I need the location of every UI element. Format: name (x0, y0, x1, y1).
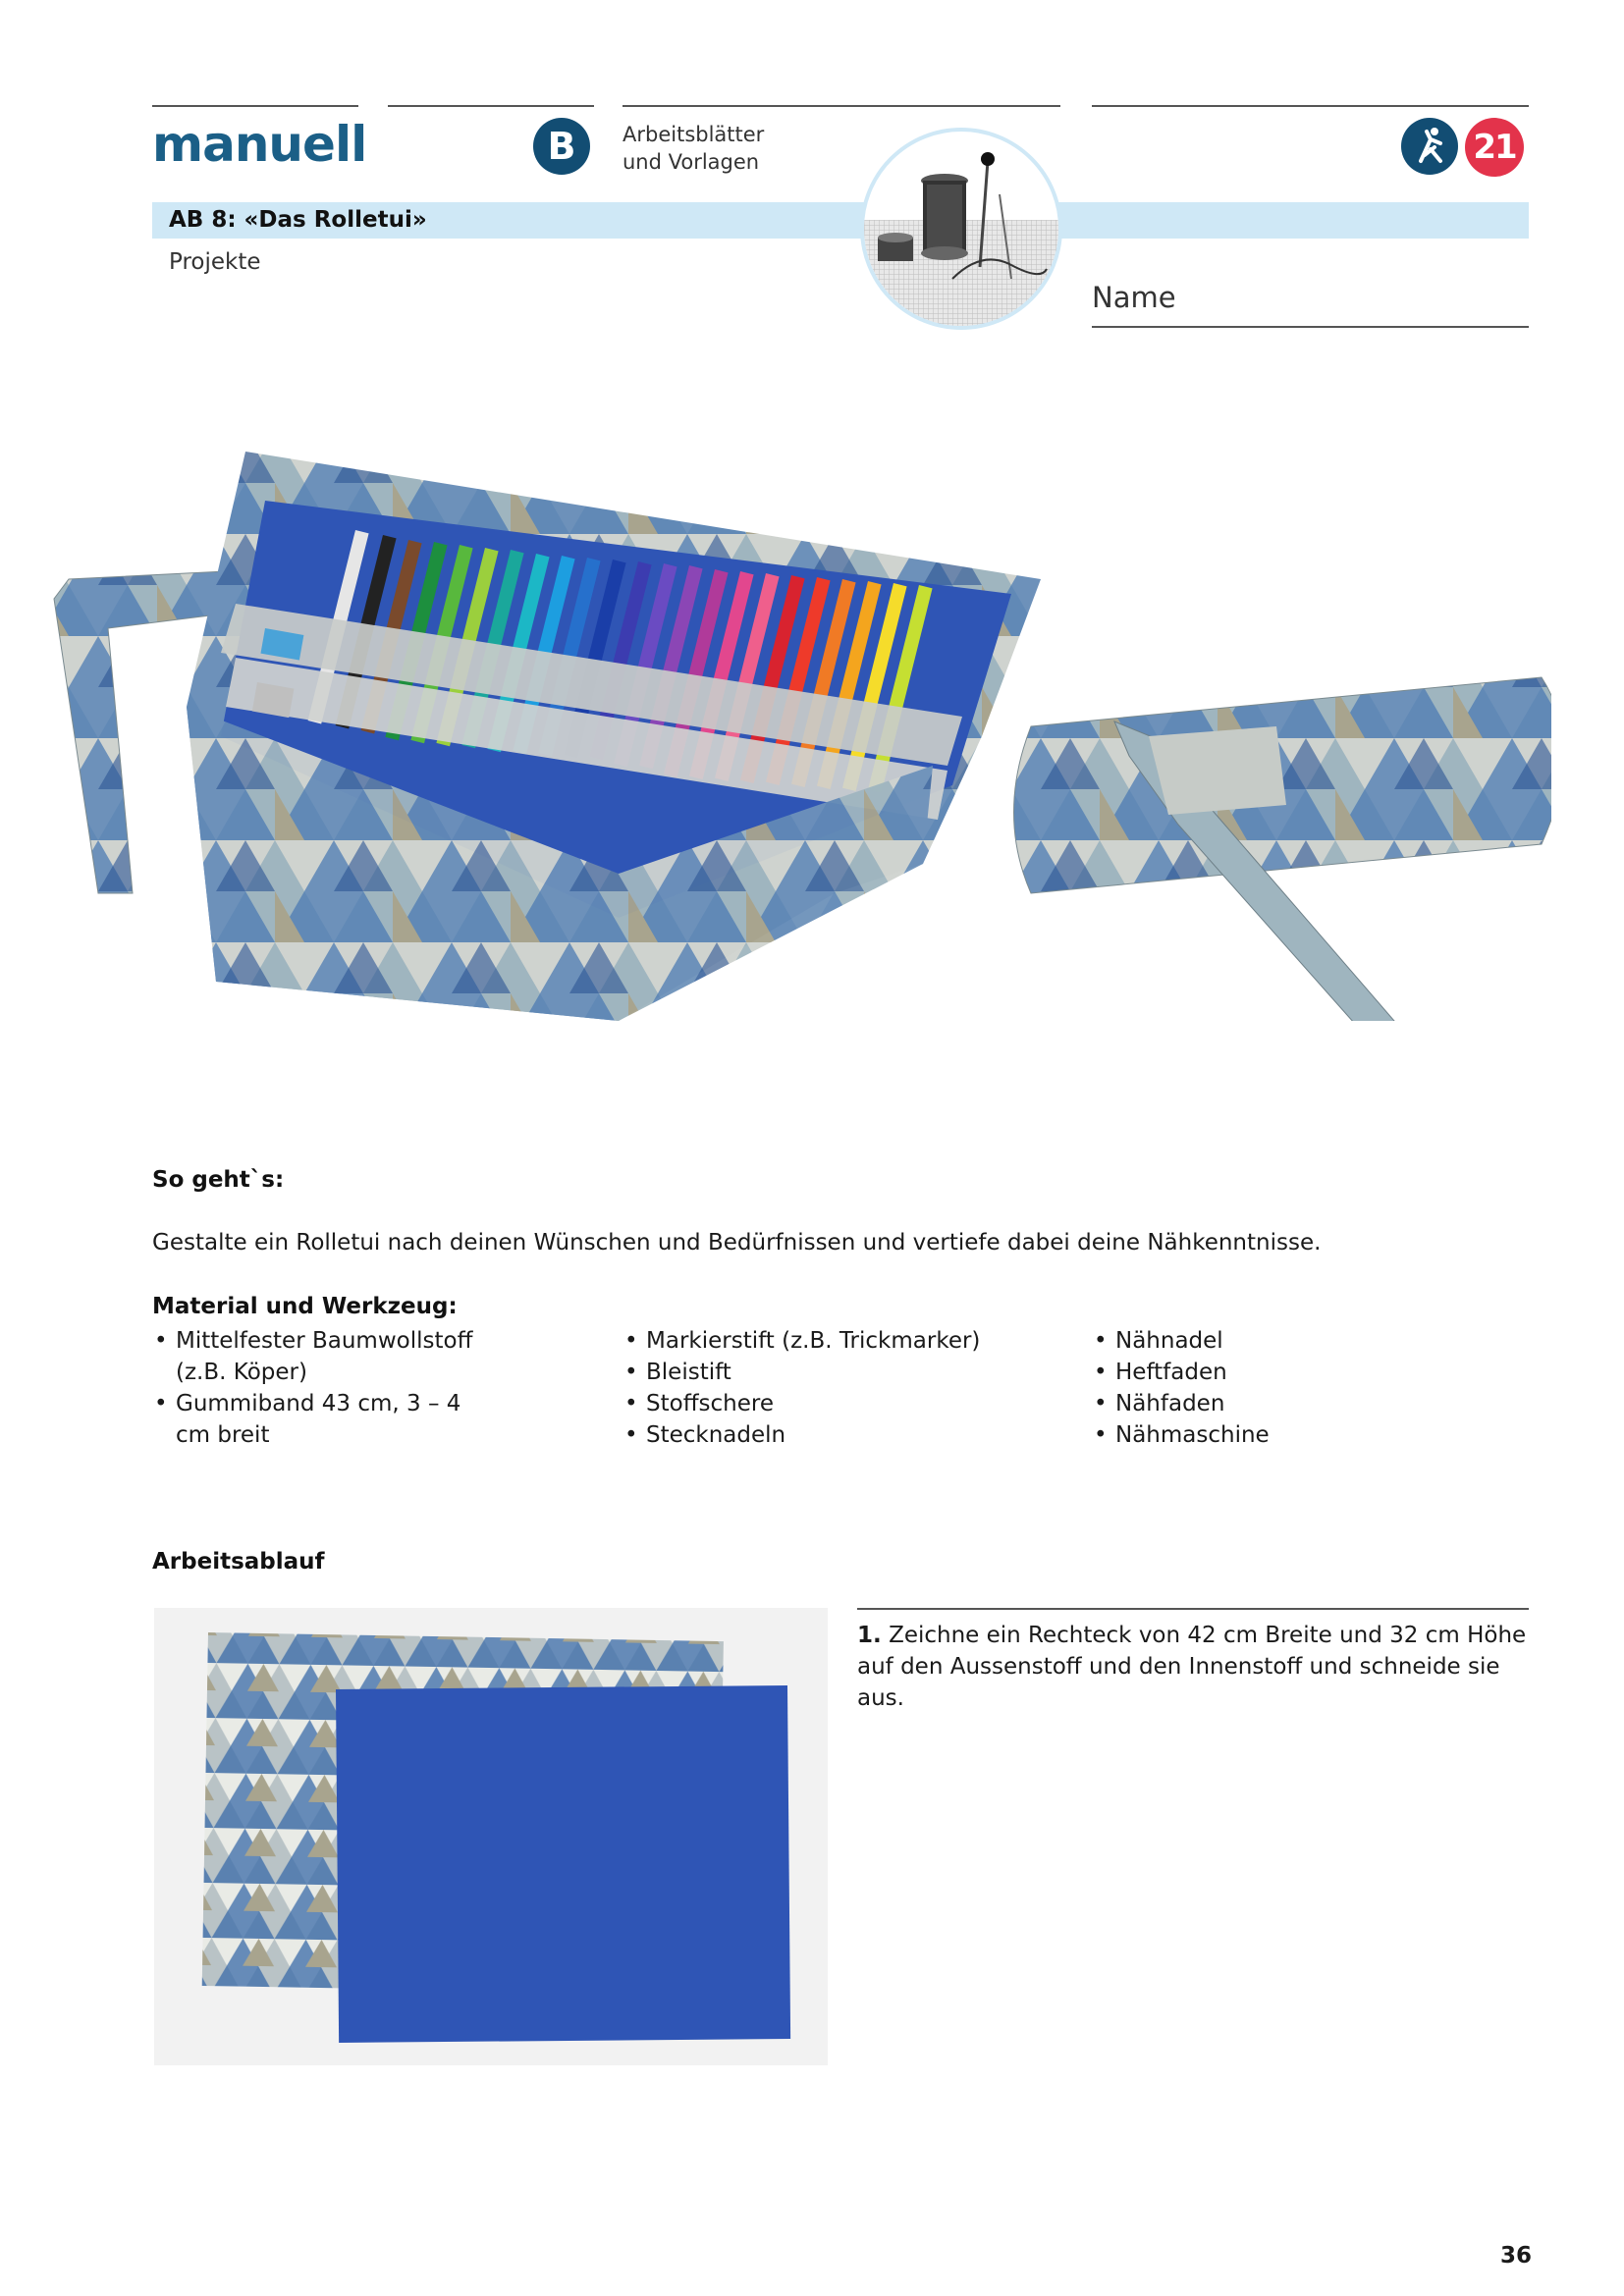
materials-heading: Material und Werkzeug: (152, 1294, 458, 1319)
header-rule (152, 105, 358, 107)
intro-text: Gestalte ein Rolletui nach deinen Wünsch… (152, 1230, 1322, 1255)
subtitle-line: Arbeitsblätter (623, 123, 765, 146)
step-1-photo (154, 1608, 828, 2065)
material-item: Nähnadel (1092, 1325, 1485, 1357)
material-item: Heftfaden (1092, 1357, 1485, 1388)
material-item: Stoffschere (623, 1388, 1035, 1419)
material-item: Gummiband 43 cm, 3 – 4 cm breit (152, 1388, 496, 1451)
header-rule (1092, 105, 1529, 107)
material-item: Nähmaschine (1092, 1419, 1485, 1451)
title-bar (152, 202, 1529, 239)
brand-logo: manuell (152, 116, 367, 173)
level-badge: B (533, 118, 590, 175)
header-rule (388, 105, 594, 107)
header-rule (623, 105, 1060, 107)
step-1-text: 1. Zeichne ein Rechteck von 42 cm Breite… (857, 1620, 1535, 1714)
material-item: Bleistift (623, 1357, 1035, 1388)
name-field-line[interactable] (1092, 326, 1529, 328)
series-subtitle: Arbeitsblätter und Vorlagen (623, 121, 764, 176)
sheet-title: AB 8: «Das Rolletui» (169, 207, 427, 233)
materials-list-2: Markierstift (z.B. Trickmarker) Bleistif… (623, 1325, 1035, 1451)
workflow-heading: Arbeitsablauf (152, 1549, 325, 1575)
lehrplan-21-badge: 21 (1465, 118, 1524, 177)
step-number: 1. (857, 1623, 882, 1648)
lehrplan-icon (1401, 118, 1458, 175)
material-item: Markierstift (z.B. Trickmarker) (623, 1325, 1035, 1357)
name-field-label: Name (1092, 281, 1176, 314)
sewing-supplies-icon (860, 128, 1062, 330)
materials-list-3: Nähnadel Heftfaden Nähfaden Nähmaschine (1092, 1325, 1485, 1451)
subtitle-line: und Vorlagen (623, 150, 760, 174)
material-item: Nähfaden (1092, 1388, 1485, 1419)
rolletui-photo (39, 432, 1564, 1041)
materials-list-1: Mittelfester Baumwollstoff (z.B. Köper) … (152, 1325, 496, 1451)
page-number: 36 (1500, 2243, 1533, 2269)
intro-heading: So geht`s: (152, 1167, 285, 1193)
material-item: Mittelfester Baumwollstoff (z.B. Köper) (152, 1325, 496, 1388)
category-label: Projekte (169, 249, 261, 275)
step-rule (857, 1608, 1529, 1610)
step-instruction: Zeichne ein Rechteck von 42 cm Breite un… (857, 1623, 1527, 1711)
material-item: Stecknadeln (623, 1419, 1035, 1451)
